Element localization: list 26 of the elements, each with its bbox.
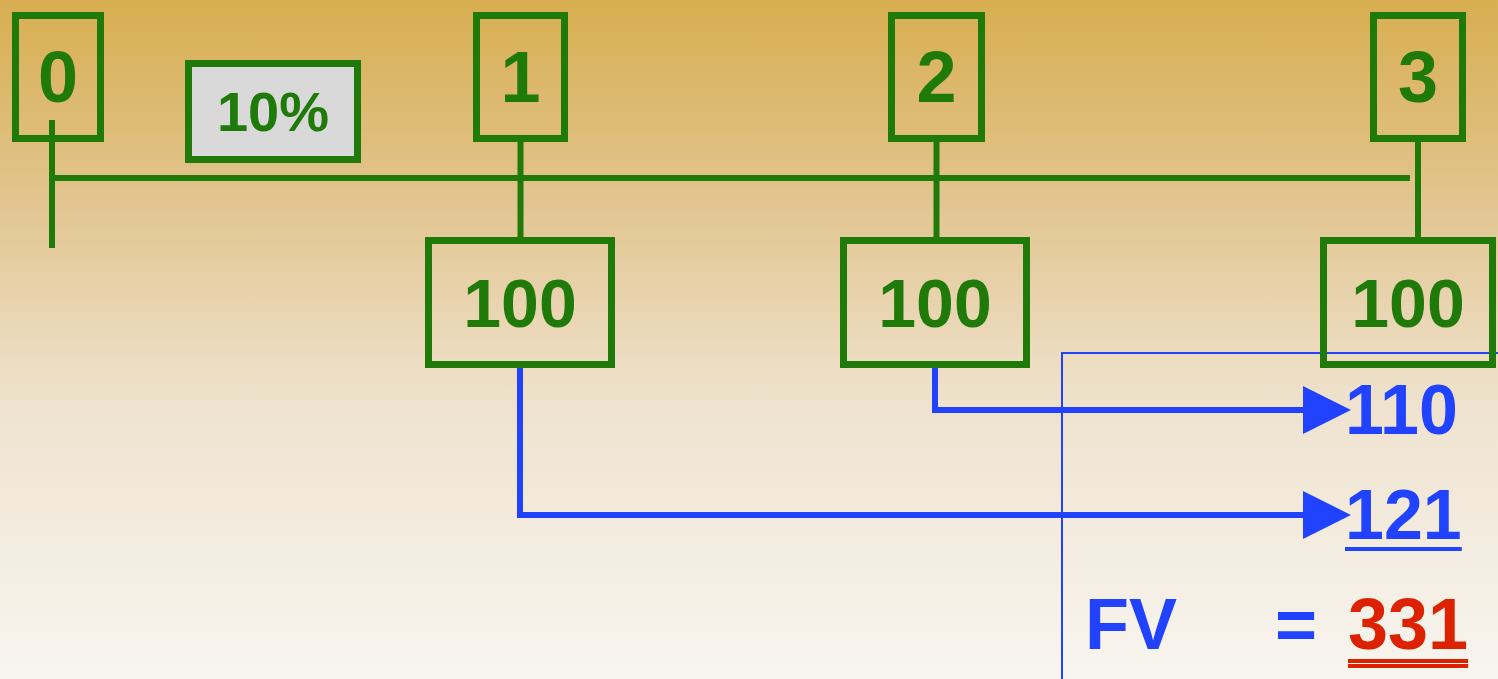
period-box — [12, 12, 104, 142]
future-value-amount: 110 — [1345, 375, 1458, 445]
period-box — [473, 12, 568, 142]
connector-line — [1415, 142, 1421, 237]
period-number: 0 — [37, 41, 78, 113]
future-value-total: 331 — [1348, 588, 1469, 660]
period-number: 1 — [500, 41, 541, 113]
payment-box — [425, 237, 615, 368]
arrow — [932, 368, 1351, 434]
payment-box — [1320, 237, 1496, 368]
period-number: 3 — [1397, 41, 1438, 113]
interest-rate: 10% — [216, 83, 330, 140]
arrow — [517, 368, 1351, 539]
result-label: FV — [1085, 588, 1177, 660]
period-number: 2 — [916, 41, 957, 113]
period-box — [888, 12, 985, 142]
payment-amount: 100 — [1351, 268, 1465, 337]
payment-amount: 100 — [878, 268, 992, 337]
interest-rate-box — [185, 60, 361, 163]
connector-line — [517, 142, 524, 237]
payment-box — [840, 237, 1030, 368]
equals-sign: = — [1275, 588, 1318, 660]
connector-line — [933, 142, 940, 237]
payment-amount: 100 — [463, 268, 577, 337]
future-value-amount: 121 — [1345, 480, 1462, 550]
period-box — [1370, 12, 1466, 142]
